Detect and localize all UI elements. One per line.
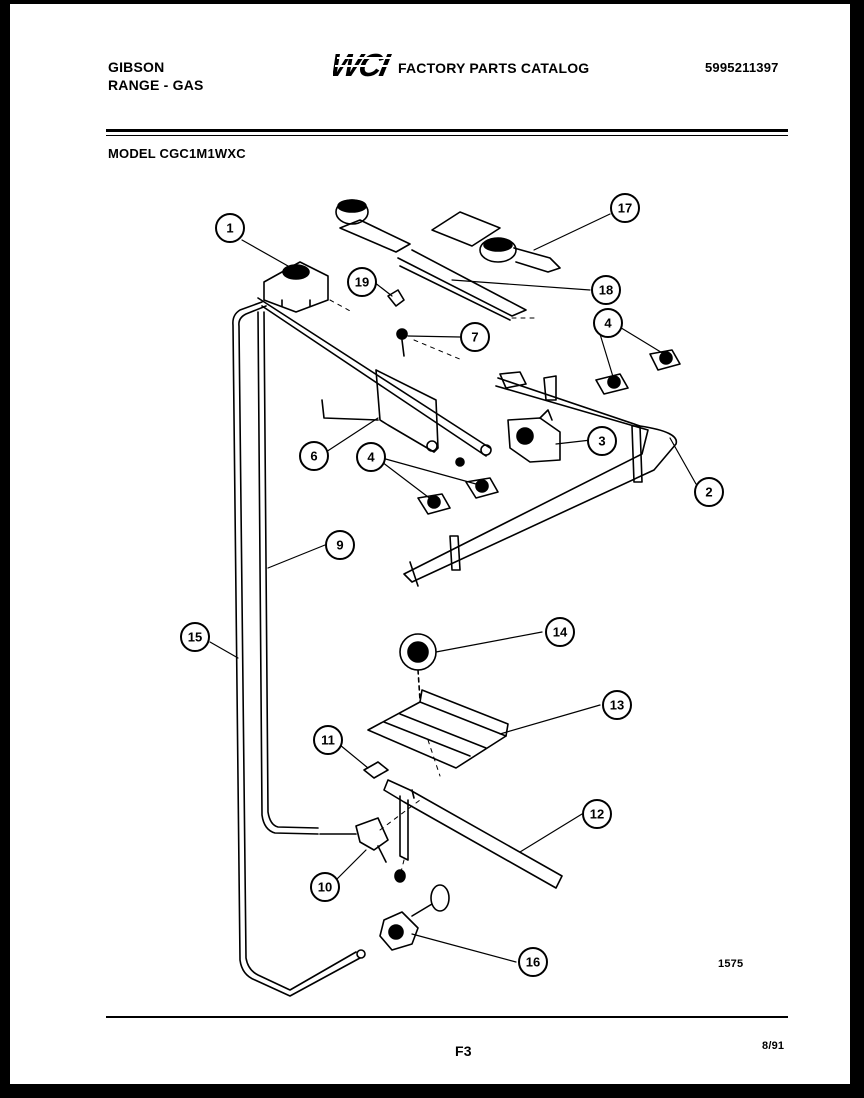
callout-6: 6: [299, 441, 329, 471]
part-18-burner-arm: [335, 199, 527, 321]
svg-text:15: 15: [188, 630, 202, 645]
part-1-thermostat: [263, 261, 329, 313]
callout-2: 2: [694, 477, 724, 507]
svg-text:10: 10: [318, 880, 332, 895]
callout-9: 9: [325, 530, 355, 560]
product-subtitle: RANGE - GAS: [108, 77, 204, 93]
callout-4-upper: 4: [593, 308, 623, 338]
brand-name: GIBSON: [108, 59, 165, 75]
part-16-gas-valve: [379, 869, 450, 951]
part-13-baffle: [367, 689, 509, 769]
callout-17: 17: [610, 193, 640, 223]
svg-text:6: 6: [310, 449, 317, 464]
svg-text:WCI: WCI: [333, 47, 394, 82]
catalog-title: FACTORY PARTS CATALOG: [398, 60, 590, 76]
part-3-valve: [507, 409, 561, 463]
callout-3: 3: [587, 426, 617, 456]
callout-19: 19: [347, 267, 377, 297]
svg-text:11: 11: [321, 733, 335, 748]
part-12-oven-burner: [383, 779, 563, 889]
part-6-manifold: [257, 297, 492, 457]
svg-text:4: 4: [367, 450, 375, 465]
part-19-clip: [387, 289, 405, 307]
svg-text:4: 4: [604, 316, 612, 331]
callout-7: 7: [460, 322, 490, 352]
callout-11: 11: [313, 725, 343, 755]
svg-text:9: 9: [336, 538, 343, 553]
part-15-tube: [232, 301, 366, 997]
callout-10: 10: [310, 872, 340, 902]
svg-text:12: 12: [590, 807, 604, 822]
part-7-fitting: [396, 328, 408, 357]
part-17-burner: [431, 211, 561, 273]
svg-text:19: 19: [355, 275, 369, 290]
svg-text:2: 2: [705, 485, 712, 500]
part-4-orifice-upper: [595, 349, 681, 395]
date-code: 8/91: [762, 1040, 785, 1052]
part-4-orifice-lower: [417, 457, 499, 515]
callout-12: 12: [582, 799, 612, 829]
svg-text:14: 14: [553, 625, 568, 640]
svg-text:1: 1: [226, 221, 233, 236]
model-number: MODEL CGC1M1WXC: [108, 146, 246, 161]
page-id: F3: [455, 1043, 472, 1059]
callout-14: 14: [545, 617, 575, 647]
part-11-bracket: [363, 761, 389, 779]
svg-text:17: 17: [618, 201, 632, 216]
callout-4-lower: 4: [356, 442, 386, 472]
svg-text:16: 16: [526, 955, 540, 970]
callout-18: 18: [591, 275, 621, 305]
callout-16: 16: [518, 947, 548, 977]
svg-text:7: 7: [471, 330, 478, 345]
footer-rule: [106, 1016, 788, 1018]
svg-text:18: 18: [599, 283, 613, 298]
assembly-lines: [329, 299, 535, 877]
part-2-manifold-bar: [403, 371, 678, 587]
part-14-cap: [399, 633, 437, 701]
callout-13: 13: [602, 690, 632, 720]
callout-15: 15: [180, 622, 210, 652]
part-10-igniter: [319, 817, 389, 863]
svg-text:13: 13: [610, 698, 624, 713]
svg-text:3: 3: [598, 434, 605, 449]
callouts: 1 2 3 4 4 6 7 9 10 11 12 13 14 15 16 17 …: [180, 193, 724, 977]
header-rule-thick: [106, 129, 788, 132]
callout-1: 1: [215, 213, 245, 243]
header-rule-thin: [106, 135, 788, 136]
catalog-number: 5995211397: [705, 60, 779, 75]
part-9-tube: [257, 311, 319, 835]
catalog-sheet: [10, 4, 850, 1084]
wci-logo: WCI: [333, 47, 395, 82]
figure-code: 1575: [718, 958, 744, 970]
leader-lines: [209, 213, 697, 963]
